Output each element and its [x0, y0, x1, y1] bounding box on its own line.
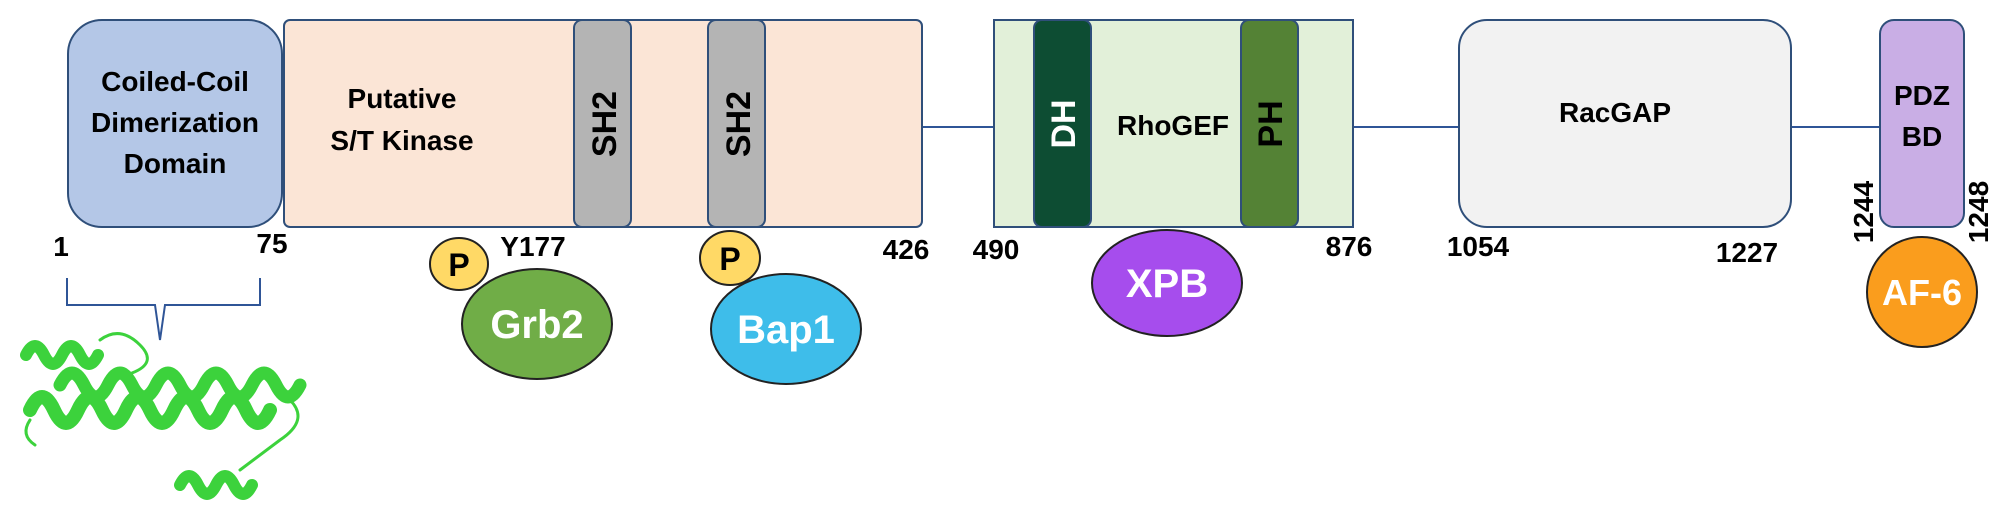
position-1: 1 — [53, 231, 69, 262]
partner-xpb: XPB — [1091, 229, 1243, 337]
phospho-site-sh2: P — [699, 230, 761, 286]
phospho-label-2: P — [719, 241, 740, 277]
pdz-bd-domain: PDZ BD — [1879, 19, 1965, 228]
af6-label: AF-6 — [1882, 272, 1962, 313]
coil-loop-2 — [238, 398, 300, 472]
sh2-a-label: SH2 — [586, 91, 624, 157]
kinase-label-line1: Putative — [348, 83, 457, 114]
position-1054: 1054 — [1447, 231, 1510, 262]
position-1227: 1227 — [1716, 237, 1778, 268]
helix-ribbon-4 — [174, 470, 258, 500]
sh2-domain-b: SH2 — [707, 19, 766, 228]
position-426: 426 — [883, 234, 930, 265]
grb2-label: Grb2 — [490, 303, 583, 347]
position-labels: 1 75 Y177 426 490 876 1054 1227 1244 124… — [53, 180, 1994, 268]
pdz-bd-label-line1: PDZ — [1894, 80, 1950, 111]
position-1248: 1248 — [1963, 181, 1994, 243]
bap1-label: Bap1 — [737, 308, 835, 352]
helix-ribbon-3 — [20, 340, 104, 370]
racgap-domain: RacGAP — [1458, 19, 1792, 228]
position-1244: 1244 — [1848, 180, 1879, 243]
coiled-coil-domain: Coiled-Coil Dimerization Domain — [67, 19, 283, 228]
sh2-b-label: SH2 — [720, 91, 758, 157]
kinase-label-line2: S/T Kinase — [330, 125, 473, 156]
partner-grb2: Grb2 — [461, 268, 613, 380]
dh-label: DH — [1045, 99, 1083, 148]
coil-loop-3 — [24, 418, 37, 447]
coiled-coil-structure-image — [20, 332, 307, 500]
ph-label: PH — [1252, 100, 1290, 147]
position-876: 876 — [1326, 231, 1373, 262]
helix-ribbon-2 — [53, 366, 307, 404]
sh2-domain-a: SH2 — [573, 19, 632, 228]
racgap-label: RacGAP — [1559, 97, 1671, 128]
position-75: 75 — [256, 228, 287, 259]
pdz-bd-label-line2: BD — [1902, 121, 1942, 152]
position-y177: Y177 — [500, 231, 565, 262]
rhogef-label: RhoGEF — [1117, 110, 1229, 141]
coiled-coil-label-line3: Domain — [124, 148, 227, 179]
dh-domain: DH — [1033, 19, 1092, 228]
coil-loop-1 — [98, 332, 149, 375]
partner-bap1: Bap1 — [710, 273, 862, 385]
position-490: 490 — [973, 234, 1020, 265]
coiled-coil-label-line2: Dimerization — [91, 107, 259, 138]
helix-ribbon-1 — [23, 390, 277, 430]
ph-domain: PH — [1240, 19, 1299, 228]
partner-af6: AF-6 — [1866, 236, 1978, 348]
phospho-site-y177: P — [429, 237, 489, 291]
coiled-coil-label-line1: Coiled-Coil — [101, 66, 249, 97]
xpb-label: XPB — [1126, 262, 1208, 306]
phospho-label-1: P — [448, 247, 469, 283]
coiled-coil-bracket — [66, 278, 261, 341]
